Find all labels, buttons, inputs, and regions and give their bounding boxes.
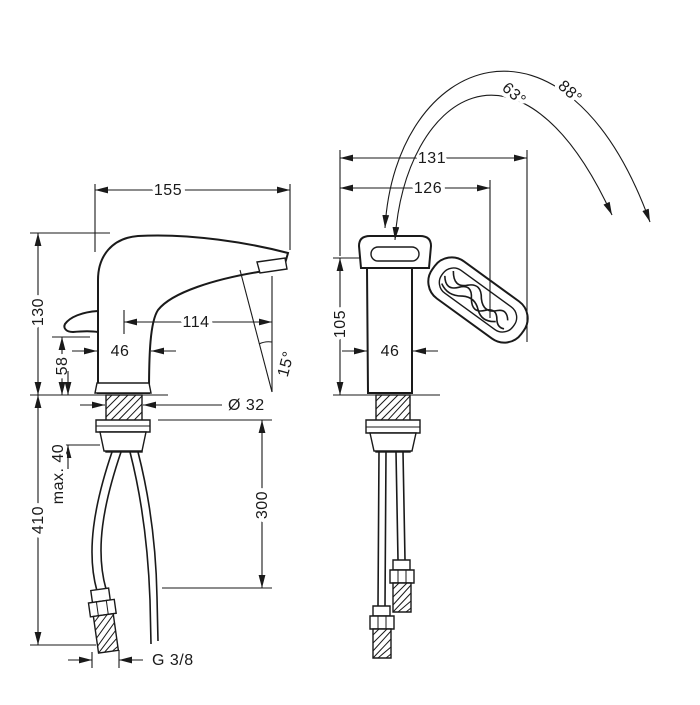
front-view bbox=[333, 235, 529, 659]
connector-crimp bbox=[372, 605, 391, 617]
connector-thread-hatch bbox=[392, 582, 412, 613]
dim-label-105: 105 bbox=[332, 310, 349, 338]
handle-swing-arc-inner bbox=[392, 94, 613, 241]
connector-thread bbox=[92, 612, 120, 654]
dim-label-410: 410 bbox=[30, 506, 47, 534]
mounting-nut-front bbox=[369, 432, 417, 452]
mounting-nut bbox=[99, 431, 147, 452]
hose-connector-side bbox=[87, 587, 120, 654]
angle-arc-small bbox=[258, 341, 273, 345]
handle-swing-arc-outer bbox=[382, 70, 651, 229]
dim-label-thread: G 3/8 bbox=[152, 652, 194, 669]
dim-label-126: 126 bbox=[414, 180, 442, 197]
connector-crimp bbox=[392, 559, 411, 571]
hose-front-left bbox=[377, 451, 387, 607]
hose-straight bbox=[129, 451, 159, 645]
handle-sketch-shading bbox=[441, 270, 509, 330]
aerator bbox=[256, 257, 288, 274]
hose-connector-front-right bbox=[389, 559, 415, 613]
hex-flats bbox=[397, 570, 407, 583]
dim-label-155: 155 bbox=[154, 182, 182, 199]
dim-label-58: 58 bbox=[54, 357, 71, 376]
dim-label-63deg: 63° bbox=[498, 79, 528, 109]
dim-label-88deg: 88° bbox=[554, 77, 584, 107]
handle-front bbox=[427, 256, 529, 344]
connector-hex bbox=[87, 598, 117, 618]
angle-ref-diagonal bbox=[239, 269, 273, 393]
connector-hex bbox=[389, 569, 415, 584]
connector-hex bbox=[369, 615, 395, 630]
lever-handle-side bbox=[63, 309, 99, 334]
dim-label-max40: max. 40 bbox=[50, 444, 67, 504]
hose-front-right bbox=[395, 451, 406, 561]
connector-thread-hatch bbox=[93, 614, 119, 654]
dim-label-diameter: Ø 32 bbox=[228, 397, 265, 414]
faucet-body-front bbox=[365, 267, 413, 394]
hex-flats bbox=[95, 600, 109, 616]
spout-slot bbox=[370, 246, 420, 262]
hose-connector-front-left bbox=[369, 605, 395, 659]
dim-label-114: 114 bbox=[182, 314, 209, 331]
dim-label-300: 300 bbox=[254, 491, 271, 519]
base-flare bbox=[94, 382, 152, 394]
dim-label-130: 130 bbox=[30, 298, 47, 326]
connector-thread-hatch bbox=[372, 628, 392, 659]
dim-label-131: 131 bbox=[418, 150, 446, 167]
side-view bbox=[30, 234, 290, 654]
hose-curved bbox=[91, 451, 122, 592]
dim-label-15deg: 15° bbox=[275, 350, 298, 379]
hex-flats bbox=[377, 616, 387, 629]
dim-label-46-front: 46 bbox=[381, 343, 400, 360]
dim-label-46-side: 46 bbox=[111, 343, 130, 360]
